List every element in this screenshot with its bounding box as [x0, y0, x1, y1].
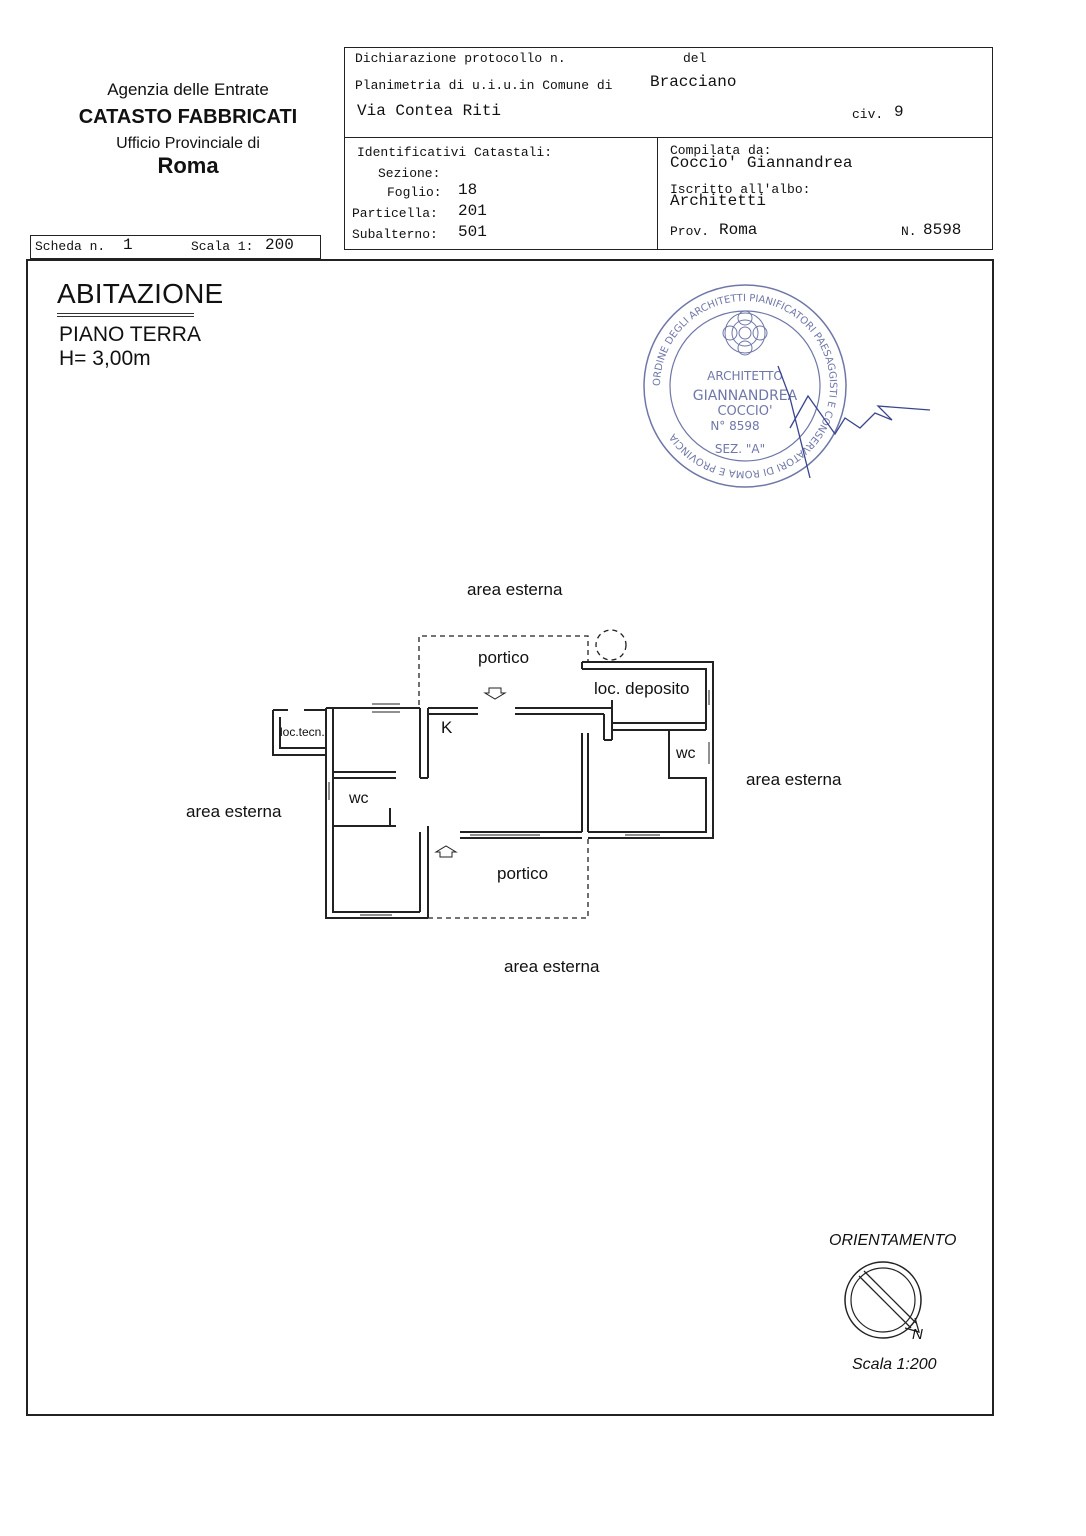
north-arrow-icon: [844, 1261, 922, 1339]
compilatore-name: Coccio' Giannandrea: [670, 154, 853, 172]
floor-label: PIANO TERRA: [59, 323, 201, 346]
wall-left-bottom: [325, 708, 428, 919]
portico-top-outline: [418, 635, 589, 705]
tree-icon: [595, 629, 627, 661]
plan-title-underline-2: [57, 316, 194, 317]
height-label: H= 3,00m: [59, 347, 151, 370]
wall-wc-right: [588, 730, 707, 833]
wall-top-right: [515, 707, 612, 715]
civ-label: civ.: [852, 107, 884, 122]
civ-value: 9: [894, 103, 904, 121]
wall-deposito-bottom: [612, 722, 706, 731]
scale-label: Scala 1:200: [852, 1356, 937, 1373]
scheda-box: Scheda n. 1 Scala 1: 200: [30, 235, 321, 259]
sezione-label: Sezione:: [378, 166, 441, 181]
drawing-frame: [26, 259, 994, 1416]
entrance-arrow-bottom-icon: [434, 845, 458, 858]
label-area-left: area esterna: [186, 802, 282, 821]
scala-value: 200: [265, 236, 294, 254]
comune-value: Bracciano: [650, 73, 737, 91]
stamp-line-3: COCCIO': [717, 404, 772, 419]
subalterno-label: Subalterno:: [352, 227, 438, 242]
n-label: N.: [901, 224, 917, 239]
label-portico-top: portico: [478, 648, 530, 667]
label-area-bottom: area esterna: [504, 957, 600, 976]
compilata-box: Compilata da: Coccio' Giannandrea Iscrit…: [657, 137, 993, 250]
wall-bedroom-partition: [419, 826, 429, 918]
wall-deposito-inner: [582, 668, 707, 730]
label-area-right: area esterna: [746, 770, 842, 789]
label-deposito: loc. deposito: [594, 679, 690, 698]
window-top-left: [372, 703, 400, 713]
stamp-outer-ring: [643, 284, 847, 488]
compilata-label: Compilata da:: [670, 143, 772, 158]
label-wc-right: wc: [676, 745, 696, 762]
wall-top-middle: [428, 707, 478, 715]
label-portico-bottom: portico: [497, 864, 549, 883]
label-area-top: area esterna: [467, 580, 563, 599]
n-value: 8598: [923, 221, 962, 239]
via-value: Via Contea Riti: [357, 102, 502, 120]
wall-living-right: [581, 733, 589, 832]
wall-kitchen-partition: [419, 708, 429, 779]
scheda-value: 1: [123, 236, 133, 254]
particella-value: 201: [458, 202, 487, 220]
identificativi-box: Identificativi Catastali: Sezione: Fogli…: [344, 137, 658, 250]
stamp-line-1: ARCHITETTO: [707, 369, 783, 383]
identificativi-title: Identificativi Catastali:: [357, 145, 553, 160]
wall-inner-left: [332, 708, 420, 913]
catasto-title: CATASTO FABBRICATI: [78, 106, 298, 128]
rosette-icon: [722, 310, 768, 356]
wall-wc-top: [333, 771, 396, 779]
stamp-line-2: GIANNANDREA: [693, 388, 798, 404]
protocollo-box: Dichiarazione protocollo n. del Planimet…: [344, 47, 993, 138]
orientation-title: ORIENTAMENTO: [829, 1232, 957, 1249]
stamp-line-5: SEZ. "A": [715, 442, 765, 456]
foglio-label: Foglio:: [387, 185, 442, 200]
plan-title: ABITAZIONE: [57, 278, 224, 309]
north-label: N: [912, 1326, 923, 1343]
ufficio-label: Ufficio Provinciale di: [116, 135, 260, 152]
wall-wc-bottom: [333, 808, 396, 827]
plan-title-underline: [57, 313, 194, 314]
wall-loc-tecn: [272, 709, 326, 756]
planimetria-label: Planimetria di u.i.u.in Comune di: [355, 78, 613, 93]
signature: [777, 365, 931, 479]
label-loc-tecn: loc.tecn.: [280, 725, 325, 739]
scala-label: Scala 1:: [191, 239, 254, 254]
del-label: del: [683, 51, 707, 66]
subalterno-value: 501: [458, 223, 487, 241]
stamp-line-4: N° 8598: [710, 419, 759, 433]
foglio-value: 18: [458, 181, 478, 199]
iscritto-label: Iscritto all'albo:: [670, 182, 811, 197]
label-wc-left: wc: [349, 790, 369, 807]
wall-deposito-outer: [582, 661, 714, 839]
scheda-label: Scheda n.: [35, 239, 106, 254]
architect-stamp: ORDINE DEGLI ARCHITETTI PIANIFICATORI PA…: [643, 284, 931, 488]
entrance-arrow-top-icon: [483, 687, 507, 700]
label-kitchen: K: [441, 718, 453, 737]
albo-value: Architetti: [670, 192, 767, 210]
particella-label: Particella:: [352, 206, 438, 221]
provincia-name: Roma: [157, 153, 219, 178]
agency-name: Agenzia delle Entrate: [107, 80, 269, 99]
protocollo-label: Dichiarazione protocollo n.: [355, 51, 566, 66]
prov-value: Roma: [719, 221, 758, 239]
prov-label: Prov.: [670, 224, 710, 239]
wall-deposito-corner: [603, 700, 613, 741]
wall-bottom-middle: [460, 831, 582, 839]
